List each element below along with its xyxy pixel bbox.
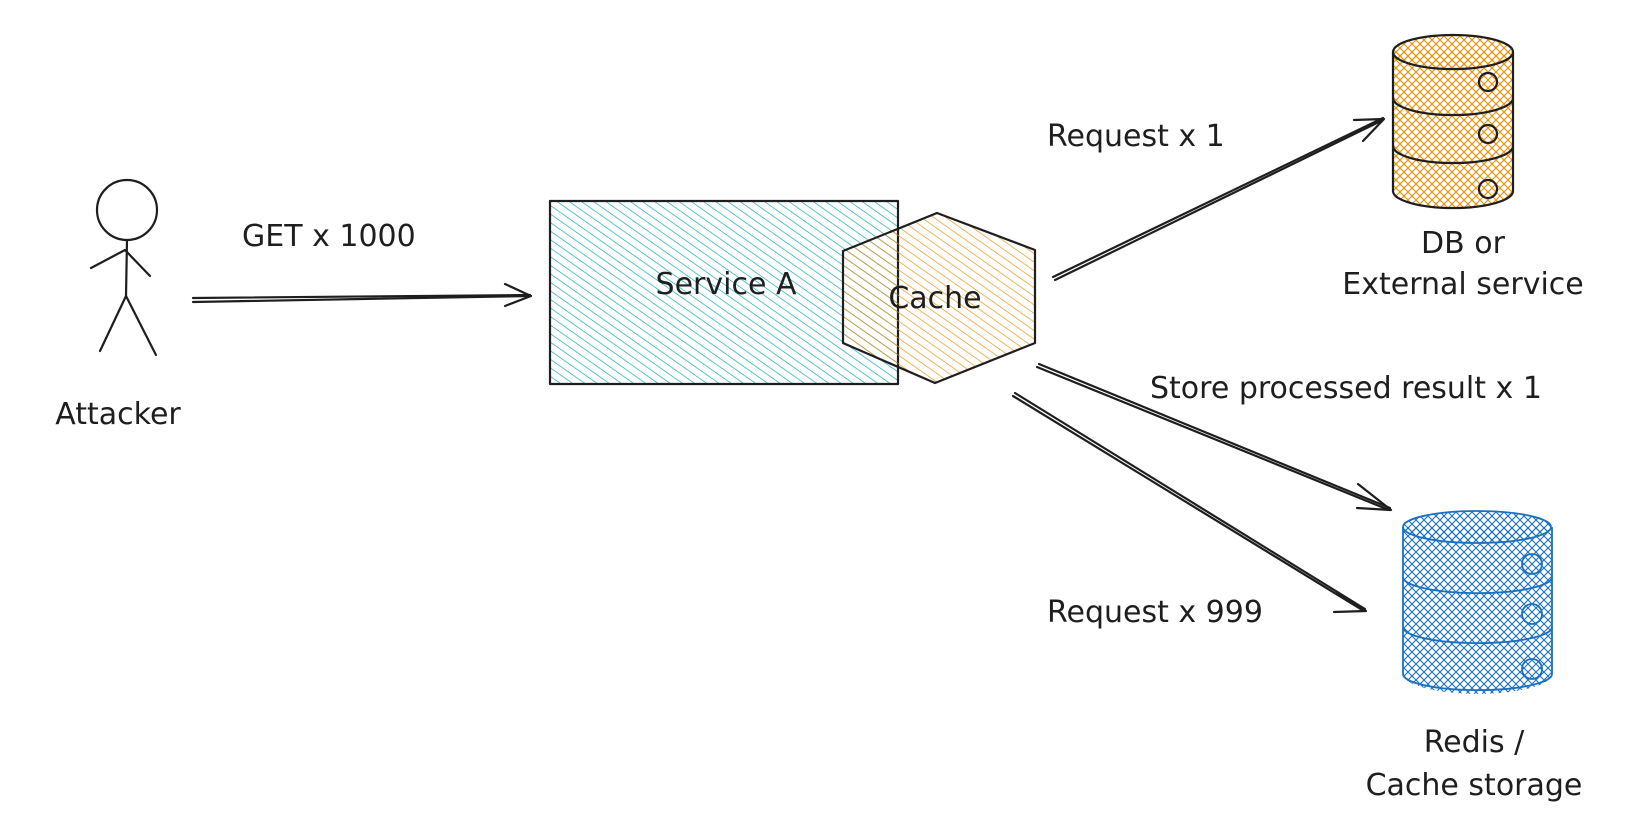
db-indicator [1477,71,1499,93]
db-label-line-1: DB or [1421,226,1506,261]
redis-indicator [1521,603,1543,625]
redis-label-line-2: Cache storage [1366,768,1583,803]
redis-indicator [1521,658,1543,680]
request-redis-label: Request x 999 [1047,595,1263,630]
request-db-arrow [1051,116,1386,282]
attacker-body [124,238,129,298]
get-arrow [191,282,533,308]
db-cylinder [1391,33,1515,210]
db-indicator [1477,178,1499,200]
service-a-label: Service A [656,267,797,302]
attacker-arms [89,248,152,278]
attacker-label: Attacker [55,397,181,432]
redis-label-line-1: Redis / [1424,725,1525,760]
db-label-line-2: External service [1342,267,1583,302]
store-arrow-label: Store processed result x 1 [1150,371,1542,406]
store-arrow [1035,362,1393,512]
get-arrow-label: GET x 1000 [242,219,416,254]
redis-indicator [1521,553,1543,575]
attacker-legs [98,294,158,357]
redis-cylinder [1402,510,1553,694]
db-indicator [1477,123,1499,145]
request-redis-arrow [1011,391,1368,614]
attacker-figure [89,178,159,357]
service-a-box [548,199,900,386]
cache-hexagon [841,211,1037,385]
attacker-head [95,178,159,242]
request-db-label: Request x 1 [1047,119,1225,154]
cache-label: Cache [888,281,981,316]
